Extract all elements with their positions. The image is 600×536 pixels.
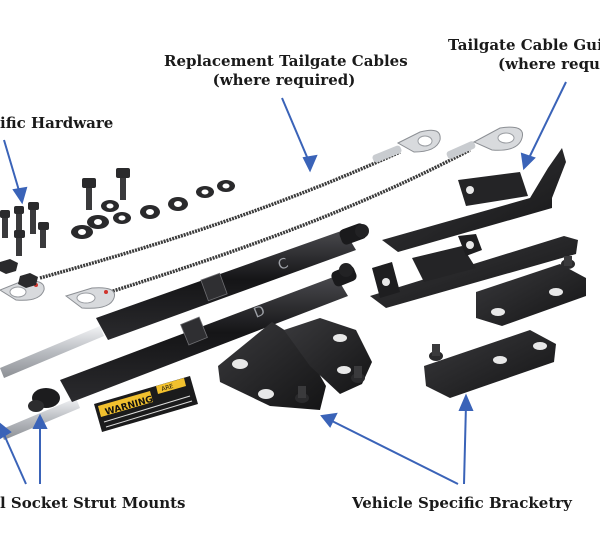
cable-1: [39, 150, 401, 280]
arrow-hardware: [3, 139, 21, 195]
warning-sticker: WARNING ARE: [94, 376, 198, 432]
bolt: [38, 222, 49, 248]
warning-sticker-tag: ARE: [161, 383, 175, 393]
cable-eye-end-bottom-2: [64, 287, 116, 309]
bolt: [116, 168, 130, 200]
cable-guide-upper: [382, 148, 566, 252]
label-replacement-tailgate-cables: Replacement Tailgate Cables (where requi…: [164, 52, 408, 90]
bracket-center-right: [284, 318, 372, 394]
bolt: [14, 230, 25, 256]
callout-arrows: [0, 81, 567, 485]
gas-strut-c: C: [0, 223, 369, 378]
label-cables-line1: Replacement Tailgate Cables: [164, 52, 408, 70]
label-guide-line2: (where requ: [498, 55, 600, 73]
cable-2: [109, 148, 471, 294]
arrow-cable-guide: [527, 81, 567, 161]
label-guide-line1: Tailgate Cable Guid: [448, 36, 600, 54]
bolt: [14, 206, 24, 236]
label-socket-strut-mounts: l Socket Strut Mounts: [0, 494, 186, 512]
cable-eye-end-top-1: [396, 129, 441, 153]
label-cables-line2: (where required): [212, 71, 356, 89]
arrow-bracketry-1: [329, 419, 459, 485]
arrow-socket-mount-2: [1, 429, 27, 485]
label-tailgate-cable-guide: Tailgate Cable Guid (where requ: [448, 36, 600, 74]
bolt: [82, 178, 96, 210]
bolt: [28, 202, 39, 234]
label-specific-hardware: ific Hardware: [0, 114, 114, 132]
bolt: [0, 210, 10, 238]
arrow-bracketry-2: [463, 403, 467, 485]
cable-guide-lower: [370, 234, 578, 308]
arrow-cables: [281, 97, 311, 165]
bracket-right-upper: [476, 256, 586, 326]
cable-eye-end-top-2: [472, 126, 524, 151]
label-vehicle-specific-bracketry: Vehicle Specific Bracketry: [352, 494, 572, 512]
bracket-right-lower: [424, 330, 556, 398]
hardware-set: [0, 168, 235, 288]
tailgate-cables: [0, 126, 524, 309]
